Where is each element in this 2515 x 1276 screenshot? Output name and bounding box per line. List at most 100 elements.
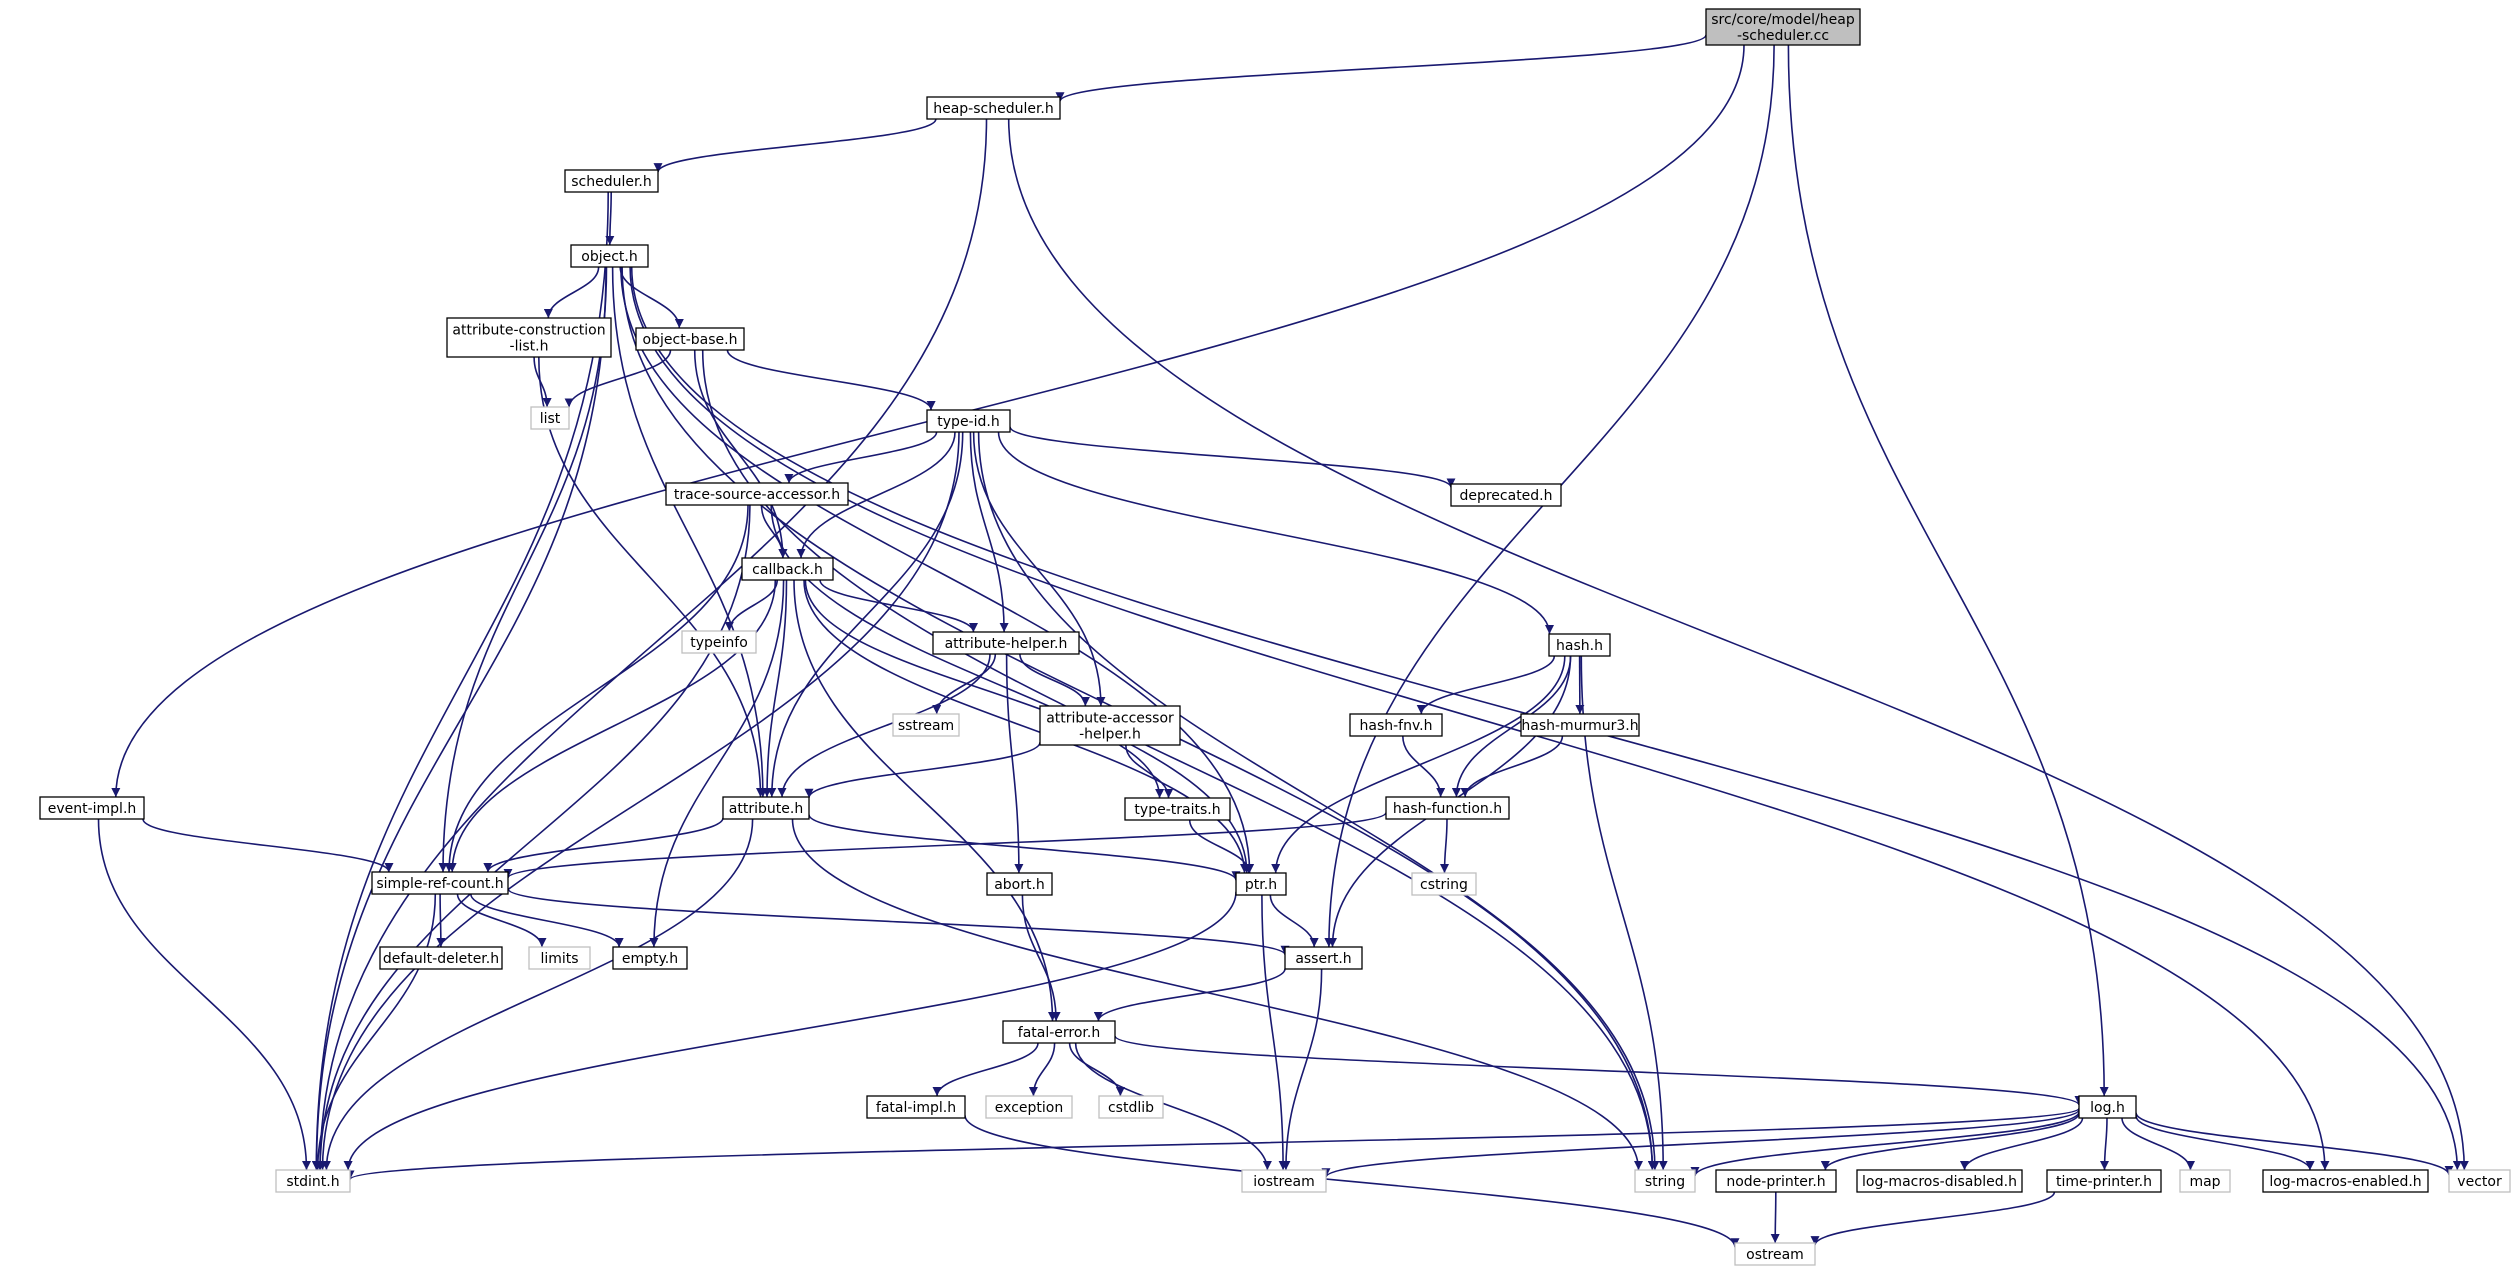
edge-type_id_h-to-attribute_helper_h (969, 431, 1009, 633)
node-label: hash-murmur3.h (1521, 718, 1638, 734)
node-label: heap-scheduler.h (933, 101, 1054, 117)
node-box (741, 557, 834, 581)
node-node-printer-h[interactable]: node-printer.h (1715, 1169, 1837, 1193)
node-hash-h[interactable]: hash.h (1548, 633, 1611, 657)
node-assert-h[interactable]: assert.h (1284, 946, 1363, 970)
node-label: cstdlib (1108, 1100, 1154, 1116)
node-fatal-impl-h[interactable]: fatal-impl.h (866, 1095, 966, 1119)
node-log-macros-disabled-h[interactable]: log-macros-disabled.h (1856, 1169, 2023, 1193)
edge-fatal_error_h-to-log_h (1114, 1035, 2084, 1106)
node-label: list (540, 411, 561, 427)
node-box (2179, 1169, 2231, 1193)
node-attribute-helper-h[interactable]: attribute-helper.h (932, 631, 1080, 655)
node-box (1411, 872, 1477, 896)
edge-fatal_error_h-to-cstdlib (1068, 1042, 1125, 1097)
edge-scheduler_h-to-object_h (605, 191, 615, 246)
node-object-base-h[interactable]: object-base.h (635, 327, 745, 351)
edge-callback_h-to-fatal_error_h (793, 579, 1057, 1022)
node-label: src/core/model/heap (1711, 12, 1855, 28)
node-type-traits-h[interactable]: type-traits.h (1124, 797, 1231, 821)
edge-event_impl_h-to-stdint_h (97, 818, 311, 1171)
node-iostream: iostream (1241, 1169, 1327, 1193)
node-hash-function-h[interactable]: hash-function.h (1385, 796, 1510, 820)
edge-attribute_h-to-stdint_h (321, 818, 754, 1171)
node-hash-fnv-h[interactable]: hash-fnv.h (1349, 713, 1443, 737)
node-box (985, 1095, 1073, 1119)
node-box (275, 1169, 351, 1193)
node-attr-construction[interactable]: attribute-construction-list.h (446, 317, 612, 358)
node-callback-h[interactable]: callback.h (741, 557, 834, 581)
node-label: object.h (581, 249, 637, 265)
edge-time_printer_h-to-ostream (1810, 1191, 2056, 1246)
node-box (665, 482, 849, 506)
node-type-id-h[interactable]: type-id.h (926, 409, 1011, 433)
edge-trace_source_accessor_h-to-simple_ref_count_h (444, 504, 749, 873)
edge-attribute_helper_h-to-sstream (932, 653, 997, 715)
node-simple-ref-count-h[interactable]: simple-ref-count.h (371, 871, 509, 895)
node-label: event-impl.h (48, 801, 137, 817)
node-heap-scheduler-h[interactable]: heap-scheduler.h (926, 96, 1061, 120)
node-log-macros-enabled-h[interactable]: log-macros-enabled.h (2262, 1169, 2429, 1193)
node-box (570, 244, 649, 268)
node-empty-h[interactable]: empty.h (612, 946, 688, 970)
node-label: default-deleter.h (383, 951, 499, 967)
node-label: attribute-helper.h (945, 636, 1068, 652)
node-root[interactable]: src/core/model/heap-scheduler.cc (1705, 8, 1861, 46)
node-box (932, 631, 1080, 655)
node-object-h[interactable]: object.h (570, 244, 649, 268)
node-hash-murmur3-h[interactable]: hash-murmur3.h (1520, 713, 1640, 737)
node-label: empty.h (622, 951, 678, 967)
node-box (1548, 633, 1611, 657)
node-box (2078, 1095, 2137, 1119)
node-box (926, 96, 1061, 120)
edge-type_id_h-to-trace_source_accessor_h (784, 431, 938, 484)
node-trace-source-accessor-h[interactable]: trace-source-accessor.h (665, 482, 849, 506)
edge-attr_construction-to-attribute_h (538, 356, 765, 798)
node-label: exception (995, 1100, 1063, 1116)
node-label: cstring (1420, 877, 1468, 893)
node-box (1856, 1169, 2023, 1193)
node-label: type-traits.h (1134, 802, 1220, 818)
node-attribute-h[interactable]: attribute.h (722, 796, 810, 820)
node-log-h[interactable]: log.h (2078, 1095, 2137, 1119)
node-scheduler-h[interactable]: scheduler.h (564, 169, 659, 193)
edge-root-to-log_h (1787, 44, 2109, 1097)
node-map: map (2179, 1169, 2231, 1193)
edge-trace_source_accessor_h-to-callback_h (760, 504, 788, 559)
edge-object_h-to-ptr_h (620, 266, 1255, 874)
node-label: hash-fnv.h (1360, 718, 1433, 734)
node-label: iostream (1253, 1174, 1315, 1190)
node-default-deleter-h[interactable]: default-deleter.h (379, 946, 503, 970)
node-ptr-h[interactable]: ptr.h (1235, 872, 1287, 896)
node-label: map (2189, 1174, 2220, 1190)
node-attr-accessor-helper[interactable]: attribute-accessor-helper.h (1039, 705, 1181, 746)
edge-ptr_h-to-iostream (1261, 894, 1288, 1171)
node-label: simple-ref-count.h (376, 876, 503, 892)
node-ostream: ostream (1734, 1242, 1816, 1266)
node-box (1124, 797, 1231, 821)
node-event-impl-h[interactable]: event-impl.h (39, 796, 145, 820)
node-fatal-error-h[interactable]: fatal-error.h (1002, 1020, 1116, 1044)
node-label: trace-source-accessor.h (674, 487, 840, 503)
node-box (1349, 713, 1443, 737)
node-label: fatal-impl.h (876, 1100, 956, 1116)
edge-hash_function_h-to-cstring (1440, 818, 1450, 874)
edge-hash_h-to-hash_fnv_h (1416, 655, 1556, 715)
node-box (1098, 1095, 1164, 1119)
node-box (612, 946, 688, 970)
edge-callback_h-to-attribute_helper_h (819, 579, 978, 633)
node-time-printer-h[interactable]: time-printer.h (2046, 1169, 2162, 1193)
node-label: log-macros-enabled.h (2269, 1174, 2421, 1190)
node-box (681, 630, 757, 654)
edge-object_base_h-to-callback_h (693, 349, 788, 559)
node-label: vector (2457, 1174, 2502, 1190)
node-box (379, 946, 503, 970)
node-label: type-id.h (937, 414, 999, 430)
node-label: ptr.h (1245, 877, 1277, 893)
node-deprecated-h[interactable]: deprecated.h (1450, 483, 1562, 507)
node-label: abort.h (994, 877, 1045, 893)
node-abort-h[interactable]: abort.h (986, 872, 1053, 896)
edge-callback_h-to-empty_h (649, 579, 785, 948)
edge-simple_ref_count_h-to-assert_h (507, 888, 1290, 956)
edge-ptr_h-to-assert_h (1269, 894, 1319, 948)
